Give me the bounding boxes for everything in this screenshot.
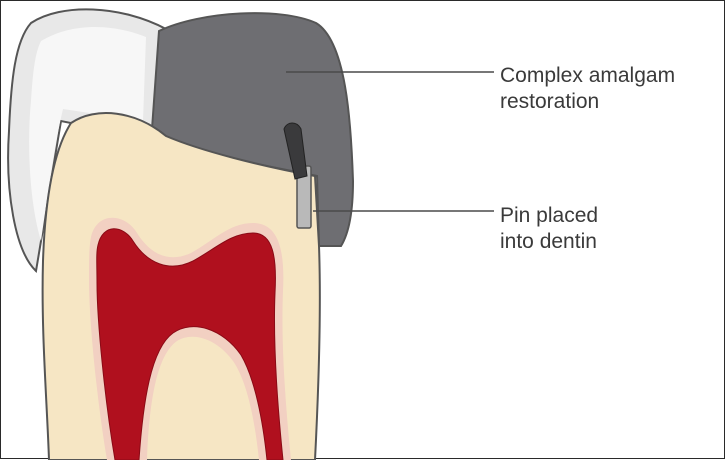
pin-head xyxy=(283,122,308,180)
enamel-highlight xyxy=(29,26,146,241)
label-pin-line2: into dentin xyxy=(500,230,597,253)
label-amalgam-restoration: Complex amalgam restoration xyxy=(500,63,675,115)
pulp-chamber xyxy=(96,228,284,460)
label-pin-placed: Pin placed into dentin xyxy=(500,203,598,255)
label-pin-line1: Pin placed xyxy=(500,204,599,227)
label-amalgam-line1: Complex amalgam xyxy=(500,64,676,87)
label-amalgam-line2: restoration xyxy=(500,90,600,113)
